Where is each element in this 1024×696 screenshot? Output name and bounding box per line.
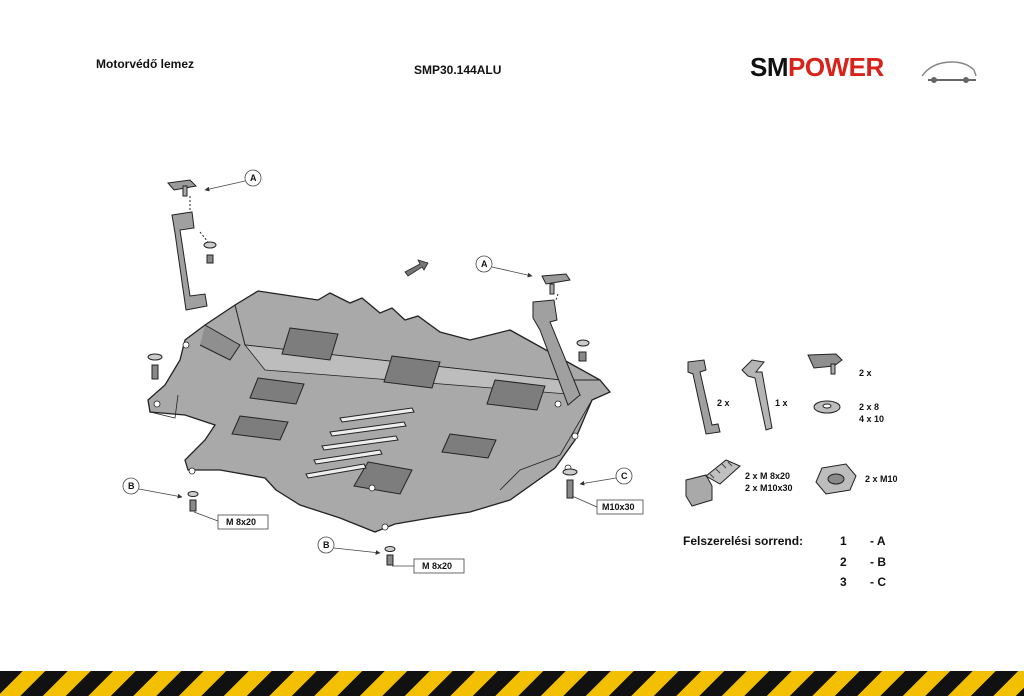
callout-a-right-letter: A [481,259,488,269]
sequence-step-1-label: - A [870,534,886,548]
clip-qty: 2 x [859,368,872,378]
bolt-qty-m10: 2 x M10x30 [745,483,793,493]
bracket-short-qty: 1 x [775,398,788,408]
logo-text-power: POWER [788,52,884,82]
callout-b-bottom [317,536,335,554]
nut-qty: 2 x M10 [865,474,898,484]
bolt-size-m10: M10x30 [602,502,635,512]
sequence-step-2-label: - B [870,555,886,569]
brand-logo: SMPOWER [750,52,978,86]
part-bracket-long-icon [687,359,721,435]
logo-car-icon [921,61,977,83]
sequence-step-1-num: 1 [840,534,847,548]
b-fasteners [187,491,396,566]
sequence-step-2-num: 2 [840,555,847,569]
bracket-long-qty: 2 x [717,398,730,408]
callout-b-bottom-letter: B [323,540,330,550]
front-direction-icon [404,259,429,277]
callout-a-left-letter: A [250,173,257,183]
skid-plate [147,290,612,533]
part-washer-icon [813,400,841,414]
logo-text-sm: SM [750,52,789,82]
callout-a-left [244,169,262,187]
callout-a-right [475,255,493,273]
left-bracket-assembly [147,179,217,380]
callout-b-left-letter: B [128,481,135,491]
washer-qty-10: 4 x 10 [859,414,885,424]
sequence-step-3-label: - C [870,575,886,589]
callout-c-letter: C [621,471,628,481]
bolt-size-m8-bottom: M 8x20 [422,561,453,571]
part-clip-nut-icon [807,353,843,369]
callout-c [615,467,633,485]
part-bracket-short-icon [741,359,773,431]
sequence-title: Felszerelési sorrend: [683,534,804,548]
bolt-size-m8-left: M 8x20 [226,517,257,527]
washer-qty-8: 2 x 8 [859,402,880,412]
label-box-m8-left [217,514,269,530]
part-bolt-icon [685,459,741,507]
callout-b-left [122,477,140,495]
sequence-step-3-num: 3 [840,575,847,589]
hazard-stripe-footer [0,671,1024,696]
part-nut-icon [815,463,857,495]
right-bracket-assembly [532,273,590,499]
document-title: Motorvédő lemez [96,57,195,71]
product-code: SMP30.144ALU [414,63,502,77]
bolt-qty-m8: 2 x M 8x20 [745,471,791,481]
